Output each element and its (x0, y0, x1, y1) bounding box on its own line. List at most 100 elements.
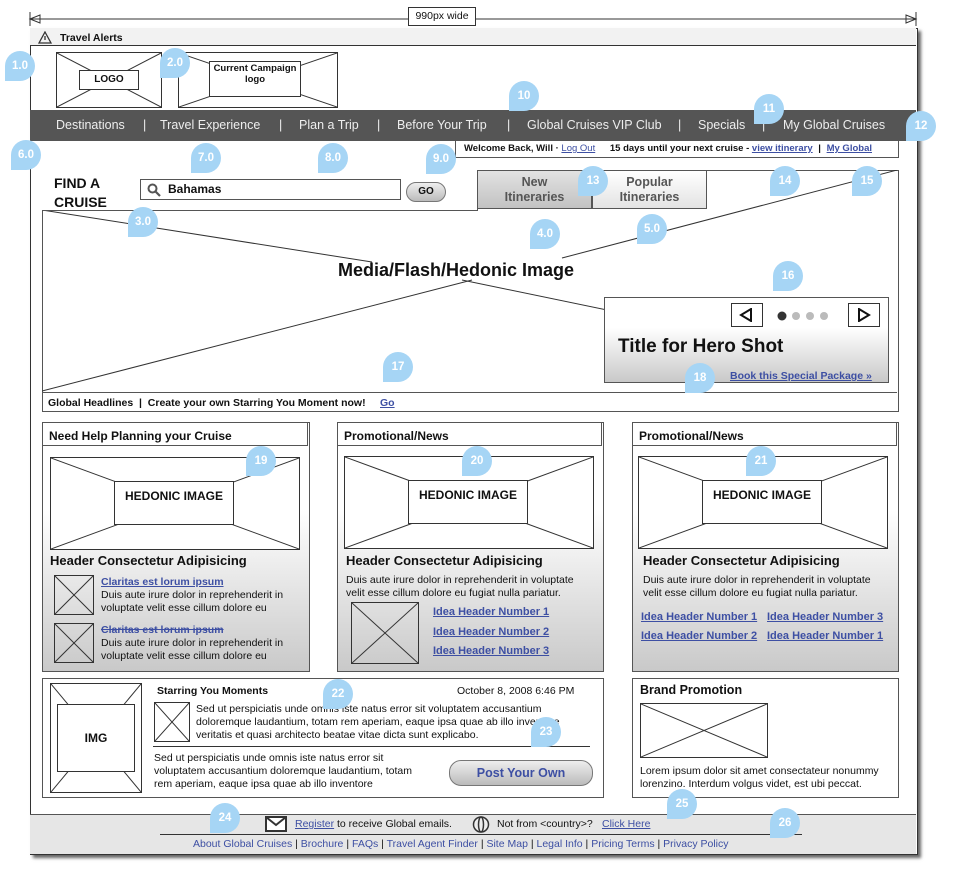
planning-item-2-text: Duis aute irure dolor in reprehenderit i… (101, 637, 284, 662)
nav-specials[interactable]: Specials (698, 118, 746, 132)
country-text: Not from <country>? (497, 818, 593, 830)
campaign-logo-text: Current Campaign logo (209, 61, 301, 97)
annotation-pin: 17 (383, 352, 413, 382)
annotation-pin: 16 (773, 261, 803, 291)
promo-1-subhead: Header Consectetur Adipisicing (346, 553, 543, 568)
annotation-pin: 21 (746, 446, 776, 476)
moments-thumb (154, 702, 190, 742)
hero-pagination-dots[interactable] (776, 310, 836, 322)
planning-item-2-link[interactable]: Claritas est lorum ipsum (101, 624, 224, 636)
planning-item-1-thumb (54, 575, 94, 615)
footer-link-about[interactable]: About Global Cruises (193, 838, 293, 850)
register-text: to receive Global emails. (337, 818, 452, 830)
annotation-pin: 7.0 (191, 143, 221, 173)
promo-1-thumb (351, 602, 419, 664)
user-bar: Welcome Back, Will · Log Out 15 days unt… (455, 140, 899, 158)
moments-divider (153, 746, 590, 747)
moments-text-2: Sed ut perspiciatis unde omnis iste natu… (154, 752, 412, 790)
tab-new-itineraries[interactable]: New Itineraries (477, 170, 592, 209)
promo-2-text: Duis aute irure dolor in reprehenderit i… (643, 574, 871, 599)
logout-link[interactable]: Log Out (561, 143, 596, 154)
moments-image: IMG (50, 683, 142, 793)
post-your-own-button[interactable]: Post Your Own (449, 760, 593, 786)
search-input[interactable]: Bahamas (140, 179, 401, 200)
go-button[interactable]: GO (406, 182, 446, 202)
promo-1-link-3[interactable]: Idea Header Number 3 (433, 645, 550, 657)
promo-1-header: Promotional/News (337, 422, 602, 446)
travel-alerts-label: Travel Alerts (60, 32, 123, 44)
annotation-pin: 1.0 (5, 51, 35, 81)
annotation-pin: 3.0 (128, 207, 158, 237)
nav-vip-club[interactable]: Global Cruises VIP Club (527, 118, 662, 132)
annotation-pin: 22 (323, 679, 353, 709)
annotation-pin: 24 (210, 803, 240, 833)
annotation-pin: 2.0 (160, 48, 190, 78)
promo-2-subhead: Header Consectetur Adipisicing (643, 553, 840, 568)
footer-link-agent-finder[interactable]: Travel Agent Finder (386, 838, 478, 850)
click-here-link[interactable]: Click Here (602, 818, 651, 830)
footer-link-site-map[interactable]: Site Map (486, 838, 528, 850)
nav-before-your-trip[interactable]: Before Your Trip (397, 118, 487, 132)
promo-1-header-text: Promotional/News (344, 429, 449, 443)
headlines-bar: Global Headlines | Create your own Starr… (42, 392, 897, 411)
nav-destinations[interactable]: Destinations (56, 118, 125, 132)
nav-my-global-cruises[interactable]: My Global Cruises (783, 118, 886, 132)
annotation-pin: 18 (685, 363, 715, 393)
annotation-pin: 26 (770, 808, 800, 838)
planning-image-label: HEDONIC IMAGE (114, 481, 234, 525)
width-label: 990px wide (408, 7, 476, 26)
footer-divider (160, 834, 802, 835)
tab-popular-itineraries[interactable]: Popular Itineraries (592, 170, 707, 209)
book-package-link[interactable]: Book this Special Package » (730, 370, 872, 382)
user-bar-separator: | (818, 143, 821, 154)
travel-alerts-bar[interactable] (30, 28, 916, 46)
arrow-right-icon (858, 308, 871, 322)
promo-1-link-2[interactable]: Idea Header Number 2 (433, 626, 550, 638)
promo-1-link-1[interactable]: Idea Header Number 1 (433, 606, 550, 618)
footer-link-brochure[interactable]: Brochure (300, 838, 344, 850)
email-icon (265, 816, 287, 832)
logo-text: LOGO (79, 70, 139, 90)
footer-link-pricing[interactable]: Pricing Terms (591, 838, 655, 850)
promo-1-image-label: HEDONIC IMAGE (408, 480, 528, 524)
cruise-countdown: 15 days until your next cruise - (609, 143, 750, 154)
annotation-pin: 6.0 (11, 140, 41, 170)
promo-2-link-3[interactable]: Idea Header Number 2 (641, 630, 758, 642)
footer-link-legal[interactable]: Legal Info (536, 838, 583, 850)
moments-date: October 8, 2008 6:46 PM (457, 685, 575, 697)
hero-next-button[interactable] (848, 303, 880, 327)
hero-prev-button[interactable] (731, 303, 763, 327)
planning-subhead: Header Consectetur Adipisicing (50, 553, 247, 568)
annotation-pin: 10 (509, 81, 539, 111)
moments-title: Starring You Moments (157, 685, 269, 697)
footer-link-privacy[interactable]: Privacy Policy (663, 838, 729, 850)
promo-2-header: Promotional/News (632, 422, 897, 446)
hero-title: Title for Hero Shot (618, 336, 784, 357)
planning-item-1-link[interactable]: Claritas est lorum ipsum (101, 576, 224, 588)
promo-2-link-2[interactable]: Idea Header Number 3 (767, 611, 884, 623)
annotation-pin: 13 (578, 166, 608, 196)
promo-1-text: Duis aute irure dolor in reprehenderit i… (346, 574, 574, 599)
view-itinerary-link[interactable]: view itinerary (751, 143, 813, 154)
promo-2-link-4[interactable]: Idea Header Number 1 (767, 630, 884, 642)
annotation-pin: 14 (770, 166, 800, 196)
find-cruise-title: FIND A CRUISE (54, 175, 107, 210)
nav-travel-experience[interactable]: Travel Experience (160, 118, 261, 132)
logo-placeholder[interactable]: LOGO (56, 52, 162, 108)
annotation-pin: 12 (906, 111, 936, 141)
width-dimension-line (28, 12, 918, 26)
main-nav: Destinations | Travel Experience | Plan … (30, 110, 916, 141)
promo-2-link-1[interactable]: Idea Header Number 1 (641, 611, 758, 623)
nav-plan-a-trip[interactable]: Plan a Trip (299, 118, 359, 132)
brand-promotion-panel (632, 678, 899, 798)
promo-2-header-text: Promotional/News (639, 429, 744, 443)
brand-promotion-text: Lorem ipsum dolor sit amet consectateur … (640, 765, 879, 790)
footer-links: About Global Cruises | Brochure | FAQs |… (193, 838, 729, 850)
planning-item-1-text: Duis aute irure dolor in reprehenderit i… (101, 589, 284, 614)
headlines-go-link[interactable]: Go (380, 397, 395, 409)
register-link[interactable]: Register (295, 818, 335, 830)
footer-link-faqs[interactable]: FAQs (351, 838, 379, 850)
brand-promotion-title: Brand Promotion (640, 683, 743, 697)
my-global-link[interactable]: My Global (826, 143, 872, 154)
moments-text-1: Sed ut perspiciatis unde omnis iste natu… (196, 703, 560, 741)
